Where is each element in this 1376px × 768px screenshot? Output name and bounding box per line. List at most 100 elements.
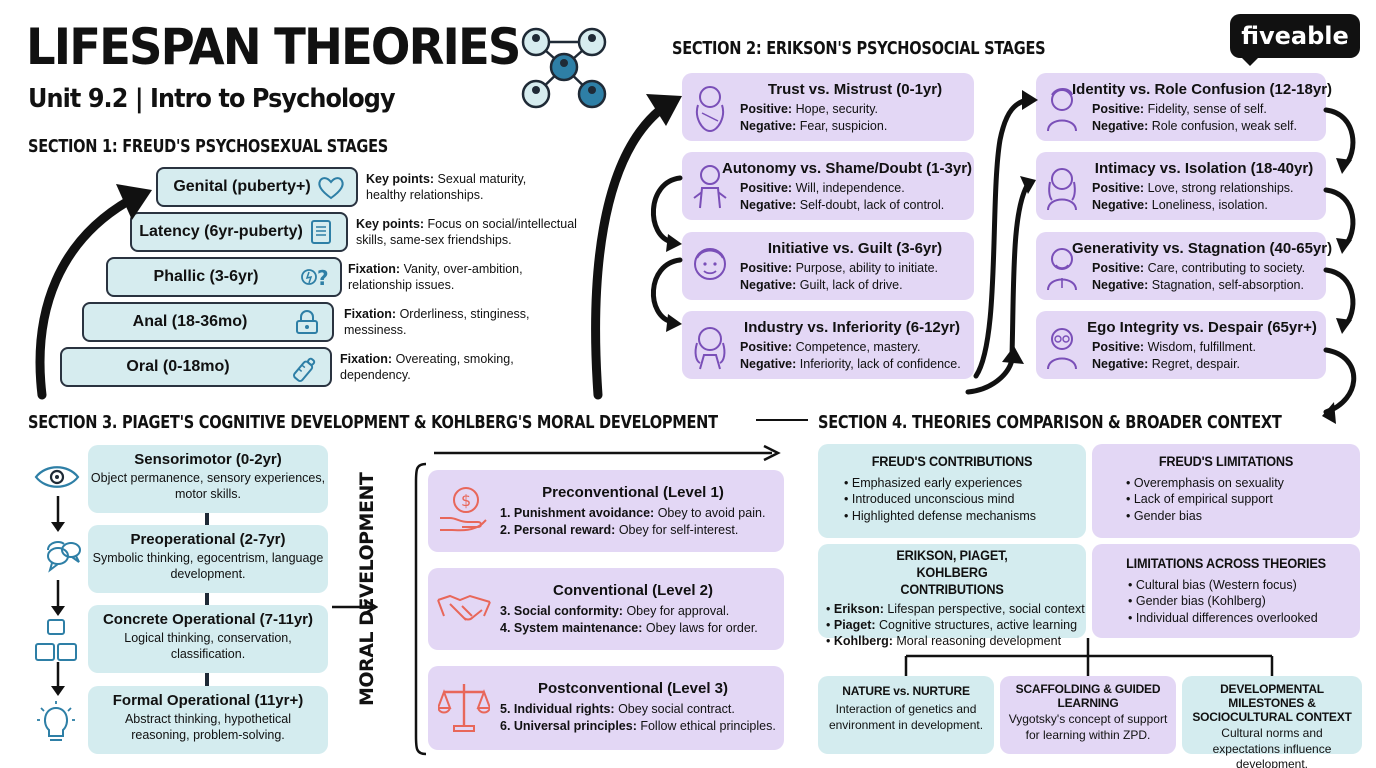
page-title: LIFESPAN THEORIES: [26, 18, 521, 76]
card-title: FREUD'S CONTRIBUTIONS: [871, 454, 1033, 469]
limitations-across-card: LIMITATIONS ACROSS THEORIES Cultural bia…: [1092, 544, 1360, 638]
freud-stage-phallic: Phallic (3-6yr) ?: [106, 257, 342, 297]
level-item: 3. Social conformity: Obey for approval.: [500, 604, 730, 618]
freud-note-oral: Fixation: Overeating, smoking, dependenc…: [340, 352, 514, 383]
piaget-icon-arrows: [51, 496, 65, 696]
card-desc: Interaction of genetics and environment …: [828, 702, 984, 732]
stage-title: Sensorimotor (0-2yr): [134, 451, 282, 468]
level-item: 2. Personal reward: Obey for self-intere…: [500, 523, 739, 537]
freud-note-latency: Key points: Focus on social/intellectual…: [356, 217, 577, 248]
erikson-stage-industry: Industry vs. Inferiority (6-12yr) Positi…: [682, 311, 974, 379]
card-desc: Vygotsky's concept of support for learni…: [1008, 712, 1168, 742]
child-face-icon: [688, 242, 732, 292]
stage-title: Autonomy vs. Shame/Doubt (1-3yr): [722, 160, 973, 177]
erikson-stage-initiative: Initiative vs. Guilt (3-6yr) Positive: P…: [682, 232, 974, 300]
kohlberg-level-3: Postconventional (Level 3) 5. Individual…: [428, 666, 784, 750]
stage-title: Generativity vs. Stagnation (40-65yr): [1072, 240, 1333, 257]
card-title: DEVELOPMENTAL MILESTONES & SOCIOCULTURAL…: [1192, 682, 1352, 724]
stage-negative: Negative: Regret, despair.: [1092, 357, 1241, 371]
freud-stage-label: Phallic (3-6yr): [153, 268, 259, 285]
stage-positive: Positive: Care, contributing to society.: [1092, 261, 1306, 275]
heart-icon: [316, 174, 346, 200]
freud-stage-oral: Oral (0-18mo): [60, 347, 332, 387]
list-item: Introduced unconscious mind: [844, 491, 1086, 507]
stage-negative: Negative: Self-doubt, lack of control.: [740, 198, 945, 212]
milestones-card: DEVELOPMENTAL MILESTONES & SOCIOCULTURAL…: [1182, 676, 1362, 768]
elderly-man-icon: [1042, 321, 1082, 371]
teen-icon: [1042, 83, 1082, 133]
card-title: FREUD'S LIMITATIONS: [1158, 454, 1294, 469]
piaget-section-title: SECTION 3. PIAGET'S COGNITIVE DEVELOPMEN…: [28, 412, 718, 433]
card-list: Overemphasis on sexuality Lack of empiri…: [1126, 475, 1360, 524]
question-icon: ?: [300, 264, 330, 290]
erikson-stage-integrity: Ego Integrity vs. Despair (65yr+) Positi…: [1036, 311, 1326, 379]
level-item: 1. Punishment avoidance: Obey to avoid p…: [500, 506, 766, 520]
bottle-icon: [290, 354, 320, 382]
list-item: Individual differences overlooked: [1128, 610, 1360, 626]
card-list: Cultural bias (Western focus) Gender bia…: [1128, 577, 1360, 626]
stage-positive: Positive: Competence, mastery.: [740, 340, 921, 354]
piaget-stage-sensorimotor: Sensorimotor (0-2yr) Object permanence, …: [88, 445, 328, 513]
freud-progress-arrow: [35, 184, 152, 400]
freud-limitations-card: FREUD'S LIMITATIONS Overemphasis on sexu…: [1092, 444, 1360, 538]
stage-positive: Positive: Will, independence.: [740, 181, 905, 195]
list-item: Erikson: Lifespan perspective, social co…: [826, 601, 1086, 617]
stage-title: Formal Operational (11yr+): [112, 692, 304, 709]
adult-man-icon: [1042, 242, 1082, 292]
stage-negative: Negative: Guilt, lack of drive.: [740, 278, 903, 292]
eye-icon: [34, 462, 80, 492]
context-tree-connector: [904, 638, 1274, 676]
comparison-section-title: SECTION 4. THEORIES COMPARISON & BROADER…: [818, 412, 1282, 433]
piaget-to-kohlberg-arrow: [332, 598, 378, 616]
brand-logo: fiveable: [1230, 14, 1360, 58]
stage-title: Identity vs. Role Confusion (12-18yr): [1072, 81, 1333, 98]
card-list: Emphasized early experiences Introduced …: [844, 475, 1086, 524]
piaget-stage-concrete: Concrete Operational (7-11yr) Logical th…: [88, 605, 328, 673]
stage-positive: Positive: Fidelity, sense of self.: [1092, 102, 1267, 116]
stage-positive: Positive: Hope, security.: [740, 102, 879, 116]
kohlberg-progress-arrow: [434, 444, 781, 462]
book-icon: [306, 219, 336, 245]
stage-negative: Negative: Loneliness, isolation.: [1092, 198, 1268, 212]
piaget-stage-preoperational: Preoperational (2-7yr) Symbolic thinking…: [88, 525, 328, 593]
freud-stage-anal: Anal (18-36mo): [82, 302, 334, 342]
chat-bubbles-icon: [46, 536, 82, 580]
stage-desc: Logical thinking, conservation, classifi…: [124, 631, 292, 662]
stage-title: Concrete Operational (7-11yr): [102, 611, 314, 628]
card-title: NATURE vs. NURTURE: [842, 684, 970, 698]
freud-contributions-card: FREUD'S CONTRIBUTIONS Emphasized early e…: [818, 444, 1086, 538]
list-item: Lack of empirical support: [1126, 491, 1360, 507]
list-item: Overemphasis on sexuality: [1126, 475, 1360, 491]
brand-logo-tail: [1240, 56, 1260, 66]
level-title: Postconventional (Level 3): [537, 680, 729, 697]
nature-nurture-card: NATURE vs. NURTURE Interaction of geneti…: [818, 676, 994, 754]
stage-positive: Positive: Purpose, ability to initiate.: [740, 261, 939, 275]
money-hand-icon: $: [438, 484, 488, 534]
svg-text:?: ?: [317, 266, 329, 290]
freud-note-phallic: Fixation: Vanity, over-ambition, relatio…: [348, 262, 523, 293]
freud-stage-label: Oral (0-18mo): [126, 358, 230, 375]
blocks-icon: [34, 618, 80, 664]
erikson-stage-trust: Trust vs. Mistrust (0-1yr) Positive: Hop…: [682, 73, 974, 141]
toddler-icon: [688, 162, 732, 212]
kohlberg-bracket: [414, 462, 427, 756]
stage-title: Industry vs. Inferiority (6-12yr): [744, 319, 960, 336]
list-item: Kohlberg: Moral reasoning development: [826, 633, 1086, 649]
stage-title: Preoperational (2-7yr): [130, 531, 286, 548]
svg-text:$: $: [461, 491, 471, 510]
stage-title: Initiative vs. Guilt (3-6yr): [767, 240, 943, 257]
stage-negative: Negative: Fear, suspicion.: [740, 119, 888, 133]
stage-desc: Symbolic thinking, egocentrism, language…: [92, 551, 324, 582]
schoolgirl-icon: [688, 321, 732, 371]
freud-note-anal: Fixation: Orderliness, stinginess, messi…: [344, 307, 530, 338]
kohlberg-level-2: Conventional (Level 2) 3. Social conform…: [428, 568, 784, 650]
stage-negative: Negative: Inferiority, lack of confidenc…: [740, 357, 961, 371]
list-item: Emphasized early experiences: [844, 475, 1086, 491]
freud-note-genital: Key points: Sexual maturity, healthy rel…: [366, 172, 527, 203]
erikson-stage-identity: Identity vs. Role Confusion (12-18yr) Po…: [1036, 73, 1333, 141]
freud-stage-label: Latency (6yr-puberty): [139, 223, 303, 240]
erikson-stage-autonomy: Autonomy vs. Shame/Doubt (1-3yr) Positiv…: [682, 152, 974, 220]
handshake-icon: [436, 586, 492, 630]
lock-icon: [292, 309, 322, 335]
freud-stage-label: Anal (18-36mo): [132, 313, 248, 330]
